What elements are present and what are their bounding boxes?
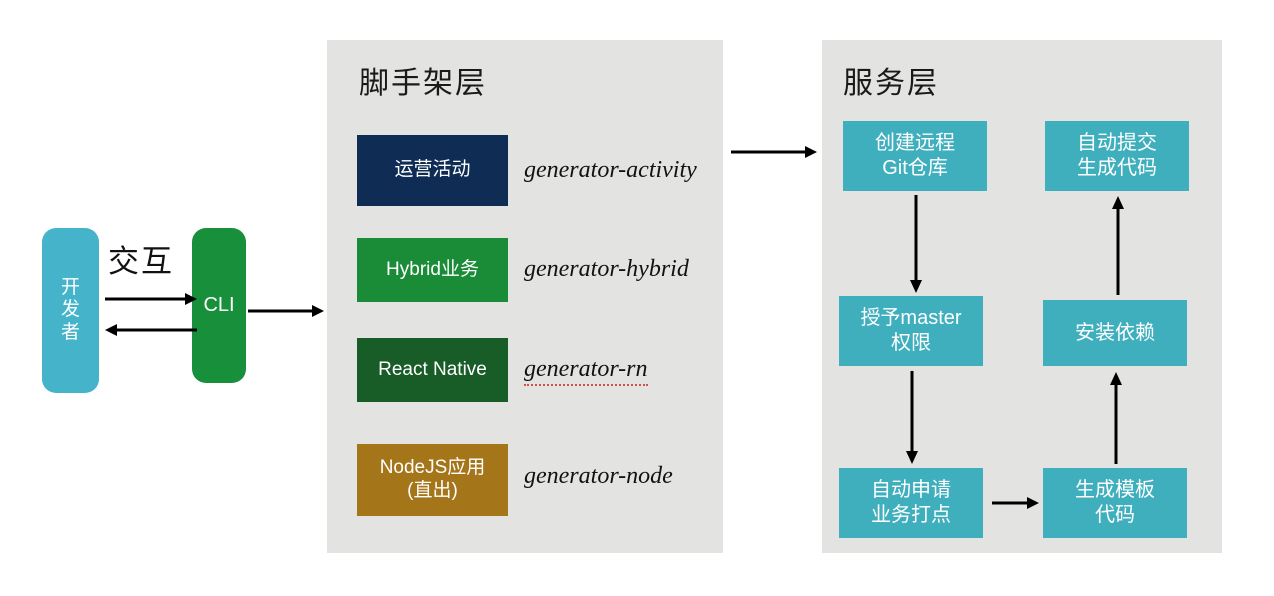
generator-package-activity: generator-activity (524, 157, 697, 183)
service-step-generate-template[interactable]: 生成模板 代码 (1043, 468, 1187, 538)
generator-package-rn: generator-rn (524, 356, 648, 386)
arrow-grant-master-to-apply-tracking (905, 371, 919, 464)
arrow-install-deps-to-auto-commit (1111, 196, 1125, 295)
arrow-generate-template-to-install-deps (1109, 372, 1123, 464)
arrow-cli-to-developer (105, 323, 197, 337)
service-step-install-deps[interactable]: 安装依赖 (1043, 300, 1187, 366)
arrow-cli-to-scaffold (248, 304, 324, 318)
service-step-grant-master[interactable]: 授予master 权限 (839, 296, 983, 366)
generator-package-hybrid: generator-hybrid (524, 256, 689, 282)
generator-box-node[interactable]: NodeJS应用 (直出) (357, 444, 508, 516)
actor-developer[interactable]: 开 发 者 (42, 228, 99, 393)
generator-box-activity[interactable]: 运营活动 (357, 135, 508, 206)
arrow-create-repo-to-grant-master (909, 195, 923, 293)
service-step-auto-commit[interactable]: 自动提交 生成代码 (1045, 121, 1189, 191)
service-step-create-repo[interactable]: 创建远程 Git仓库 (843, 121, 987, 191)
generator-box-hybrid[interactable]: Hybrid业务 (357, 238, 508, 302)
arrow-developer-to-cli (105, 292, 197, 306)
panel-scaffold-title: 脚手架层 (359, 67, 487, 100)
arrow-scaffold-to-service (731, 145, 817, 159)
service-step-apply-tracking[interactable]: 自动申请 业务打点 (839, 468, 983, 538)
interaction-label: 交互 (108, 244, 174, 279)
panel-service-title: 服务层 (843, 67, 939, 100)
generator-box-react-native[interactable]: React Native (357, 338, 508, 402)
generator-package-node: generator-node (524, 463, 673, 489)
arrow-apply-tracking-to-generate-template (992, 496, 1039, 510)
actor-cli[interactable]: CLI (192, 228, 246, 383)
